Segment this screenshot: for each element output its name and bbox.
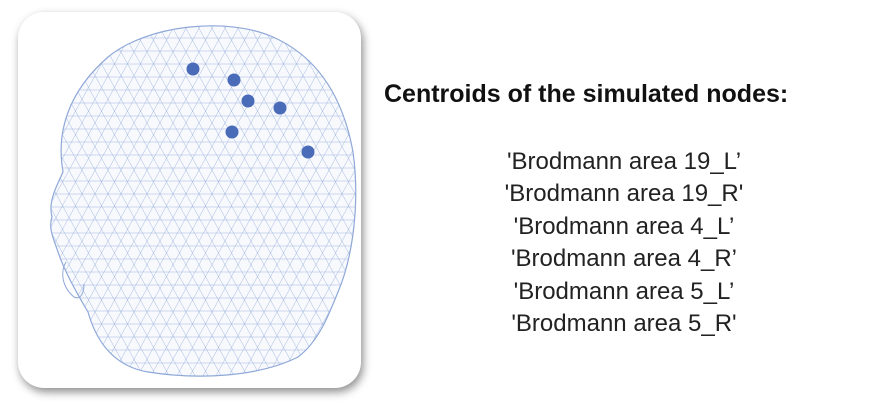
node-label: 'Brodmann area 5_L’: [513, 277, 735, 305]
head-mesh: [50, 25, 356, 377]
node-marker: [225, 125, 239, 139]
node-marker: [241, 94, 255, 108]
node-label: 'Brodmann area 4_R’: [510, 245, 738, 273]
mesh-grid: [50, 25, 356, 377]
node-marker: [227, 73, 241, 87]
node-marker: [273, 101, 287, 115]
nodes-heading: Centroids of the simulated nodes:: [384, 80, 789, 108]
head-outline: [50, 25, 357, 377]
node-list: 'Brodmann area 19_L’ 'Brodmann area 19_R…: [408, 146, 840, 340]
head-model-panel: [18, 12, 361, 388]
node-marker: [186, 62, 200, 76]
node-label: 'Brodmann area 4_L’: [513, 212, 735, 240]
head-mesh-figure: [50, 25, 357, 377]
ear-outline: [62, 261, 85, 299]
node-marker: [301, 145, 315, 159]
node-markers: [186, 62, 315, 159]
node-label: 'Brodmann area 19_L’: [506, 148, 742, 175]
node-label: 'Brodmann area 19_R': [504, 180, 744, 208]
node-label: 'Brodmann area 5_R': [511, 310, 737, 338]
